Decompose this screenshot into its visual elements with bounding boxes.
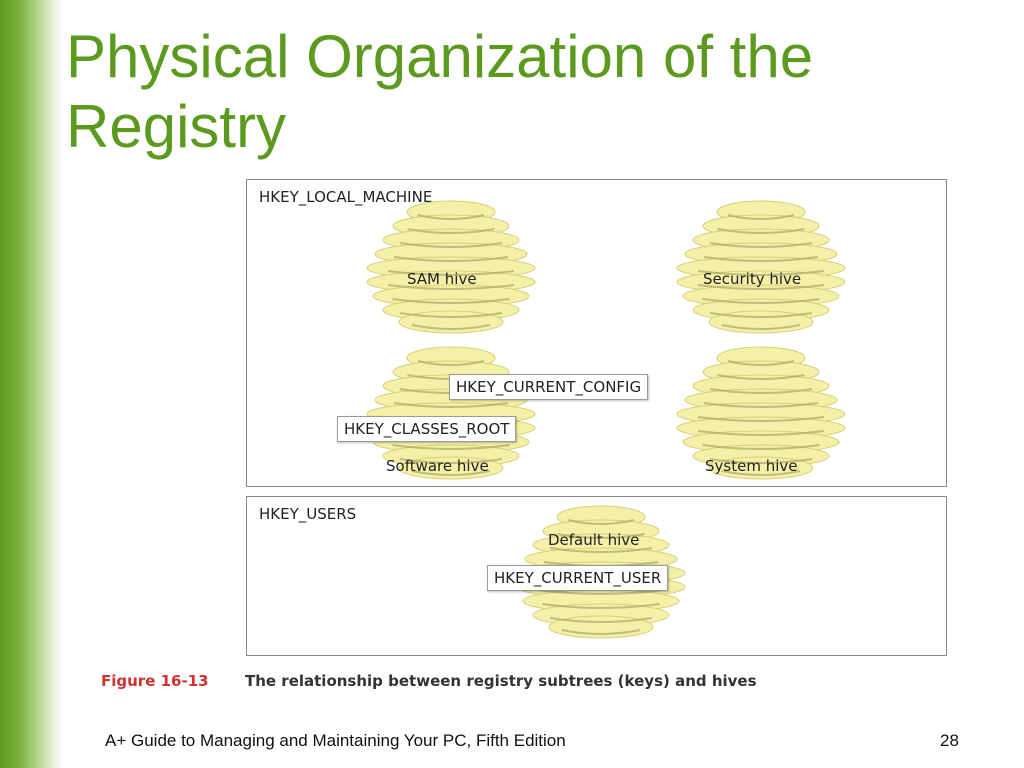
system-hive-label: System hive <box>705 457 798 475</box>
green-side-bar <box>0 0 62 768</box>
footer-book-title: A+ Guide to Managing and Maintaining You… <box>105 731 566 750</box>
default-hive-label: Default hive <box>548 531 640 549</box>
software-hive-label: Software hive <box>386 457 489 475</box>
figure-caption: The relationship between registry subtre… <box>245 672 757 690</box>
figure-number: Figure 16-13 <box>101 672 209 690</box>
hkey-users-label: HKEY_USERS <box>259 505 357 523</box>
slide-title: Physical Organization of the Registry <box>66 23 814 160</box>
hkey-users-panel: HKEY_USERS Default hive HKEY_CURRENT_USE… <box>246 496 947 656</box>
hkey-local-machine-label: HKEY_LOCAL_MACHINE <box>259 188 433 206</box>
system-hive-icon <box>673 340 849 484</box>
security-hive-icon <box>673 194 849 338</box>
sam-hive-icon <box>363 194 539 338</box>
hkey-current-user-box: HKEY_CURRENT_USER <box>487 565 669 591</box>
sam-hive-label: SAM hive <box>407 270 477 288</box>
security-hive-label: Security hive <box>703 270 802 288</box>
hkey-classes-root-box: HKEY_CLASSES_ROOT <box>337 416 517 442</box>
hkey-current-config-box: HKEY_CURRENT_CONFIG <box>449 374 649 400</box>
page-number: 28 <box>940 731 959 750</box>
hkey-local-machine-panel: HKEY_LOCAL_MACHINE SAM hive Security hiv… <box>246 179 947 487</box>
